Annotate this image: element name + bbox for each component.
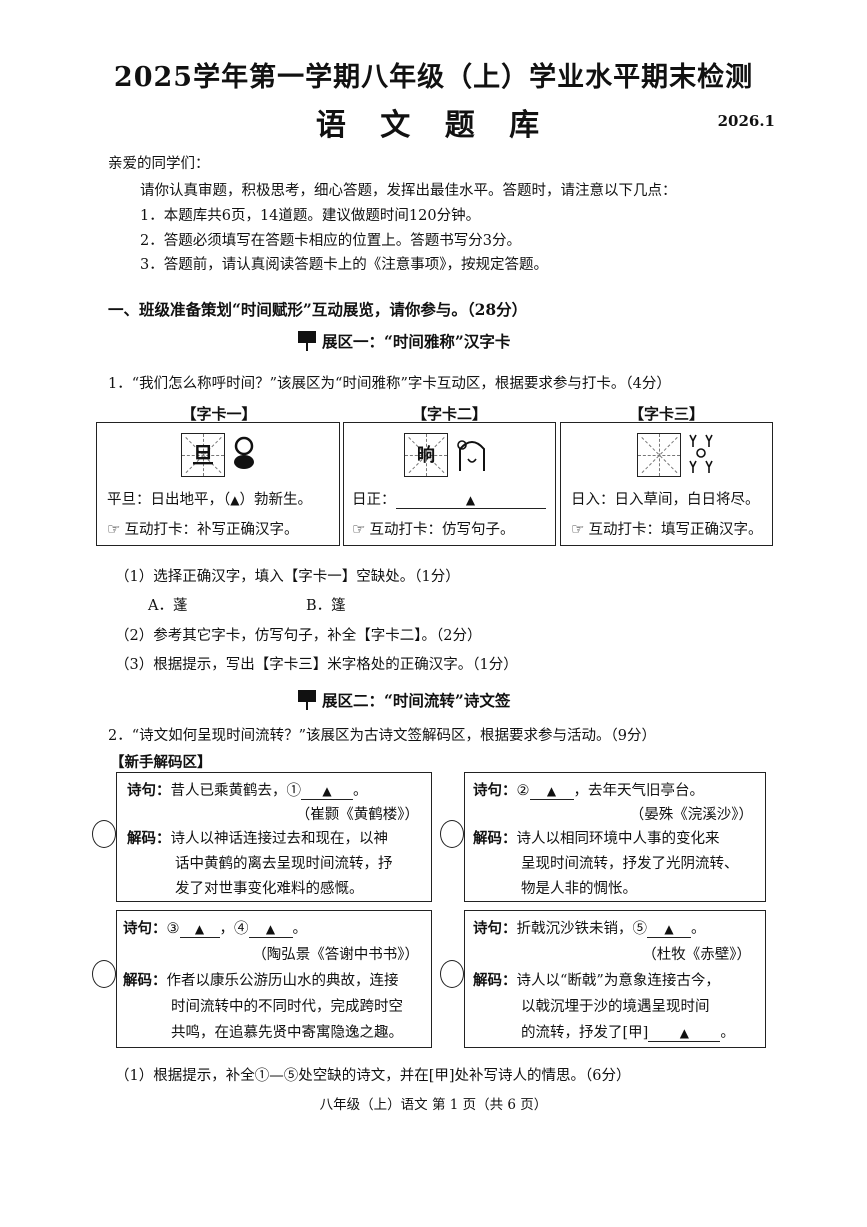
blank-marker: ▲ (230, 493, 240, 507)
card-1-text: 平旦：日出地平，（▲）勃新生。 (107, 492, 312, 508)
poem-4-decode-line: 以戟沉埋于沙的境遇呈现时间 (521, 999, 710, 1015)
zone-1-title: 展区一：“时间雅称”汉字卡 (298, 330, 510, 352)
display-board-icon (298, 690, 316, 710)
poem-card-1: 诗句：昔人已乘黄鹤去，①▲。 （崔颢《黄鹤楼》） 解码：诗人以神话连接过去和现在… (116, 772, 432, 902)
poem-1-verse: 诗句：昔人已乘黄鹤去，①▲。 (127, 782, 368, 800)
card-1-task: ☞互动打卡：补写正确汉字。 (107, 520, 299, 538)
card-3-head: 【字卡三】 (628, 405, 704, 423)
card-2-task: ☞互动打卡：仿写句子。 (352, 520, 515, 538)
section-1-heading: 一、班级准备策划“时间赋形”互动展览，请你参与。（28分） (108, 300, 528, 319)
box-scallop (92, 960, 116, 988)
note-1: 1．本题库共6页，14道题。建议做题时间120分钟。 (140, 208, 481, 224)
decode-area-label: 【新手解码区】 (110, 754, 212, 771)
word-card-3: 日入：日入草间，白日将尽。 ☞互动打卡：填写正确汉字。 (560, 422, 773, 546)
poem-3-decode: 解码：作者以康乐公游历山水的典故，连接 (123, 972, 399, 989)
poem-3-verse: 诗句：③▲，④▲。 (123, 920, 307, 938)
word-card-2: 晌 日正：▲ ☞互动打卡：仿写句子。 (343, 422, 556, 546)
card-2-head: 【字卡二】 (411, 405, 487, 423)
mizige-grid-empty[interactable] (637, 433, 681, 477)
poem-card-4: 诗句：折戟沉沙铁未销，⑤▲。 （杜牧《赤壁》） 解码：诗人以“断戟”为意象连接古… (464, 910, 766, 1048)
ancient-glyph-sunset-icon (689, 434, 713, 473)
q1-sub2: （2）参考其它字卡，仿写句子，补全【字卡二】。（2分） (115, 628, 482, 644)
mizige-grid: 旦 (181, 433, 225, 477)
word-card-1: 旦 平旦：日出地平，（▲）勃新生。 ☞互动打卡：补写正确汉字。 (96, 422, 340, 546)
option-a[interactable]: A．蓬 (148, 598, 188, 614)
note-3: 3．答题前，请认真阅读答题卡上的《注意事项》，按规定答题。 (140, 257, 548, 273)
poem-2-decode: 解码：诗人以相同环境中人事的变化来 (473, 830, 720, 847)
poem-card-2: 诗句：②▲，去年天气旧亭台。 （晏殊《浣溪沙》） 解码：诗人以相同环境中人事的变… (464, 772, 766, 902)
answer-blank[interactable]: ▲ (301, 783, 353, 800)
box-scallop (92, 820, 116, 848)
poem-2-decode-line: 物是人非的惆怅。 (521, 881, 637, 897)
poem-1-source: （崔颢《黄鹤楼》） (295, 807, 419, 823)
answer-blank-jia[interactable]: ▲ (648, 1025, 721, 1042)
page-footer: 八年级（上）语文 第 1 页（共 6 页） (319, 1097, 548, 1113)
poem-4-source: （杜牧《赤壁》） (642, 947, 751, 963)
display-board-icon (298, 331, 316, 351)
answer-blank[interactable]: ▲ (647, 921, 691, 938)
poem-2-source: （晏殊《浣溪沙》） (629, 807, 753, 823)
greeting: 亲爱的同学们： (108, 156, 210, 172)
poem-1-decode-line: 发了对世事变化难料的感慨。 (175, 881, 364, 897)
poem-1-decode-line: 话中黄鹤的离去呈现时间流转，抒 (175, 856, 393, 872)
exam-date: 2026.1 (717, 112, 775, 130)
box-scallop (440, 960, 464, 988)
exam-title: 2025学年第一学期八年级（上）学业水平期末检测 (113, 62, 754, 93)
note-2: 2．答题必须填写在答题卡相应的位置上。答题书写分3分。 (140, 233, 521, 249)
pointing-hand-icon: ☞ (352, 520, 366, 538)
q1-sub1: （1）选择正确汉字，填入【字卡一】空缺处。（1分） (115, 569, 460, 585)
q2-sub1: （1）根据提示，补全①—⑤处空缺的诗文，并在[甲]处补写诗人的情思。（6分） (115, 1068, 631, 1084)
poem-2-verse: 诗句：②▲，去年天气旧亭台。 (473, 782, 704, 800)
pointing-hand-icon: ☞ (107, 520, 121, 538)
answer-blank[interactable]: ▲ (395, 492, 546, 509)
box-scallop (440, 820, 464, 848)
poem-4-decode-line: 的流转，抒发了[甲]▲。 (521, 1025, 735, 1042)
card-3-text: 日入：日入草间，白日将尽。 (571, 492, 760, 508)
q1-sub3: （3）根据提示，写出【字卡三】米字格处的正确汉字。（1分） (115, 657, 518, 673)
zone-2-title: 展区二：“时间流转”诗文签 (298, 689, 510, 711)
mizige-grid: 晌 (404, 433, 448, 477)
card-1-head: 【字卡一】 (181, 405, 257, 423)
card-2-text: 日正：▲ (352, 488, 546, 509)
poem-4-verse: 诗句：折戟沉沙铁未销，⑤▲。 (473, 920, 706, 938)
question-1: 1．“我们怎么称呼时间？”该展区为“时间雅称”字卡互动区，根据要求参与打卡。（4… (108, 376, 671, 392)
poem-3-source: （陶弘景《答谢中书书》） (252, 947, 419, 963)
ancient-glyph-noon-icon (457, 440, 485, 471)
answer-blank[interactable]: ▲ (179, 921, 220, 938)
answer-blank[interactable]: ▲ (529, 783, 574, 800)
card-1-glyph: 旦 (191, 443, 214, 469)
poem-3-decode-line: 时间流转中的不同时代，完成跨时空 (171, 999, 403, 1015)
question-2: 2．“诗文如何呈现时间流转？”该展区为古诗文签解码区，根据要求参与活动。（9分） (108, 728, 657, 744)
pointing-hand-icon: ☞ (571, 520, 585, 538)
intro-lead: 请你认真审题，积极思考，细心答题，发挥出最佳水平。答题时，请注意以下几点： (140, 183, 677, 199)
poem-card-3: 诗句：③▲，④▲。 （陶弘景《答谢中书书》） 解码：作者以康乐公游历山水的典故，… (116, 910, 432, 1048)
card-3-task: ☞互动打卡：填写正确汉字。 (571, 520, 763, 538)
answer-blank[interactable]: ▲ (248, 921, 293, 938)
poem-4-decode: 解码：诗人以“断戟”为意象连接古今， (473, 972, 720, 989)
poem-3-decode-line: 共鸣，在追慕先贤中寄寓隐逸之趣。 (171, 1025, 403, 1041)
exam-subtitle: 语 文 题 库 (315, 108, 552, 143)
card-2-glyph: 晌 (417, 445, 435, 466)
option-b[interactable]: B．篷 (306, 598, 346, 614)
ancient-glyph-sun-horizon-icon (234, 436, 254, 469)
poem-1-decode: 解码：诗人以神话连接过去和现在，以神 (127, 830, 388, 847)
poem-2-decode-line: 呈现时间流转，抒发了光阴流转、 (521, 856, 739, 872)
